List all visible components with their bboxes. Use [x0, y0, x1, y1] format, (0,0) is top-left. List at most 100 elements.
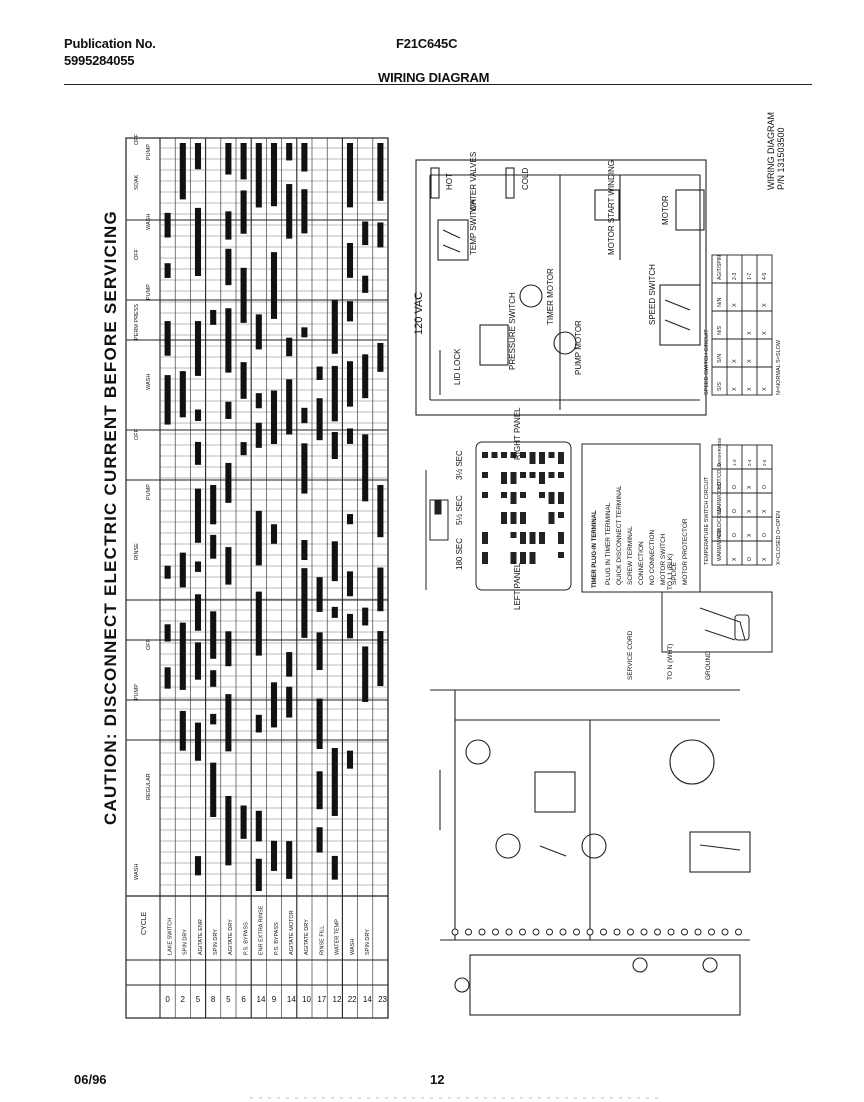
panel-contact: [529, 552, 536, 564]
speed-table-cell: S/S: [717, 382, 723, 391]
panel-contact: [520, 532, 526, 544]
chart-section-label: PERM PRESS: [134, 304, 140, 340]
pump-motor-label: PUMP MOTOR: [574, 320, 583, 375]
speed-table-cell: N/N: [717, 298, 723, 308]
seq-55-label: 5½ SEC: [455, 495, 464, 525]
legend-item: MOTOR PROTECTOR: [682, 518, 689, 585]
terminal: [613, 928, 621, 936]
temp-table-cell: WARM/WARM: [717, 528, 723, 561]
header-rule: [64, 84, 812, 85]
panel-contact: [529, 532, 536, 544]
step-number: 5: [226, 995, 231, 1004]
temp-table-cell: O: [732, 533, 738, 537]
timer-panel-marks: [482, 452, 564, 564]
panel-contact: [510, 552, 517, 564]
panel-contact: [520, 552, 526, 564]
step-number: 2: [181, 995, 186, 1004]
speed-table-note: N=NORMAL S=SLOW: [776, 339, 782, 395]
chart-section-label: PUMP: [146, 284, 152, 300]
panel-contact: [548, 452, 555, 458]
temp-table-cell: X: [747, 509, 753, 513]
panel-contact: [520, 452, 526, 458]
speed-table-header: 2-3: [732, 273, 738, 280]
terminal: [546, 928, 553, 936]
terminal: [627, 928, 634, 936]
water-valves-label: WATER VALVES: [469, 152, 478, 212]
temp-table-cell: O: [732, 509, 738, 513]
wiring-diagram-label: WIRING DIAGRAM: [766, 112, 776, 190]
temp-table-header: 2-5: [762, 459, 767, 466]
panel-contact: [558, 512, 564, 518]
speed-table-cell: X: [747, 331, 753, 335]
temp-table-cell: X: [732, 557, 738, 561]
temp-table-cell: HOT/COLD: [717, 463, 723, 489]
panel-contact: [539, 532, 545, 544]
legend-item: MOTOR SWITCH: [660, 533, 667, 585]
terminal: [505, 928, 513, 936]
terminal: [478, 928, 486, 936]
speed-table-cell: X: [747, 359, 753, 363]
panel-contact: [482, 492, 488, 498]
panel-contact: [482, 452, 488, 458]
panel-contact: [558, 552, 564, 558]
cord-l1-label: TO L1 (BLK): [667, 554, 674, 590]
motor-start-winding-label: MOTOR START WINDING: [607, 160, 616, 255]
legend-item: NO CONNECTION: [649, 529, 656, 585]
panel-contact: [510, 532, 517, 538]
cycle-step-label: SPIN DRY: [365, 929, 371, 955]
chart-section-label: OFF: [134, 133, 140, 145]
terminal: [681, 928, 688, 936]
lower-wiring: [430, 689, 751, 1016]
panel-contact: [501, 452, 507, 458]
step-number: 12: [333, 995, 342, 1004]
chart-section-label: RINSE: [134, 543, 140, 560]
motor-schematic: [415, 159, 707, 416]
panel-contact: [482, 552, 488, 564]
legend-item: PLUG IN TIMER TERMINAL: [605, 502, 612, 585]
lid-lock-label: LID LOCK: [453, 348, 462, 385]
chart-section-label: OFF: [134, 428, 140, 440]
step-number: 22: [348, 995, 357, 1004]
speed-table-header: 4-5: [762, 273, 768, 280]
cycle-step-label: WATER TEMP: [335, 919, 341, 955]
step-number: 9: [272, 995, 277, 1004]
legend-item: SPLICE: [671, 561, 678, 585]
chart-section-label: OFF: [146, 638, 152, 650]
terminal: [492, 928, 499, 936]
cycle-step-label: WASH: [350, 939, 356, 955]
speed-table-cell: X: [747, 387, 753, 391]
speed-table-title: SPEED SWITCH CIRCUIT: [704, 329, 710, 395]
service-cord-label: SERVICE CORD: [627, 630, 634, 680]
chart-section-label: PUMP: [146, 484, 152, 500]
temp-table-note: X=CLOSED O=OPEN: [776, 511, 782, 565]
chart-section-label: WASH: [134, 864, 140, 880]
speed-switch-label: SPEED SWITCH: [648, 264, 657, 325]
panel-contact: [482, 472, 488, 478]
terminal: [559, 928, 567, 936]
speed-table-cell: X: [762, 331, 768, 335]
terminal: [708, 928, 715, 936]
temp-table-cell: X: [762, 509, 768, 513]
cycle-step-label: AGITATE DRY: [304, 919, 310, 955]
panel-contact: [501, 492, 507, 498]
terminal: [600, 928, 607, 936]
panel-contact: [510, 492, 517, 504]
publication-number: 5995284055: [64, 53, 135, 68]
legend-item: QUICK DISCONNECT TERMINAL: [616, 485, 623, 585]
speed-table-cell: X: [732, 303, 738, 307]
publication-label: Publication No.: [64, 36, 156, 51]
speed-table-header: AGIT/SPIN: [717, 255, 723, 280]
step-number: 14: [363, 995, 372, 1004]
panel-contact: [539, 492, 545, 498]
temp-table-cell: O: [762, 533, 768, 537]
step-number: 17: [317, 995, 326, 1004]
terminal: [694, 928, 702, 936]
terminal: [667, 928, 675, 936]
step-number: 10: [302, 995, 311, 1004]
cycle-header: CYCLE: [141, 911, 148, 935]
speed-table-cell: X: [762, 303, 768, 307]
cycle-step-label: P.S. BYPASS: [274, 922, 280, 955]
